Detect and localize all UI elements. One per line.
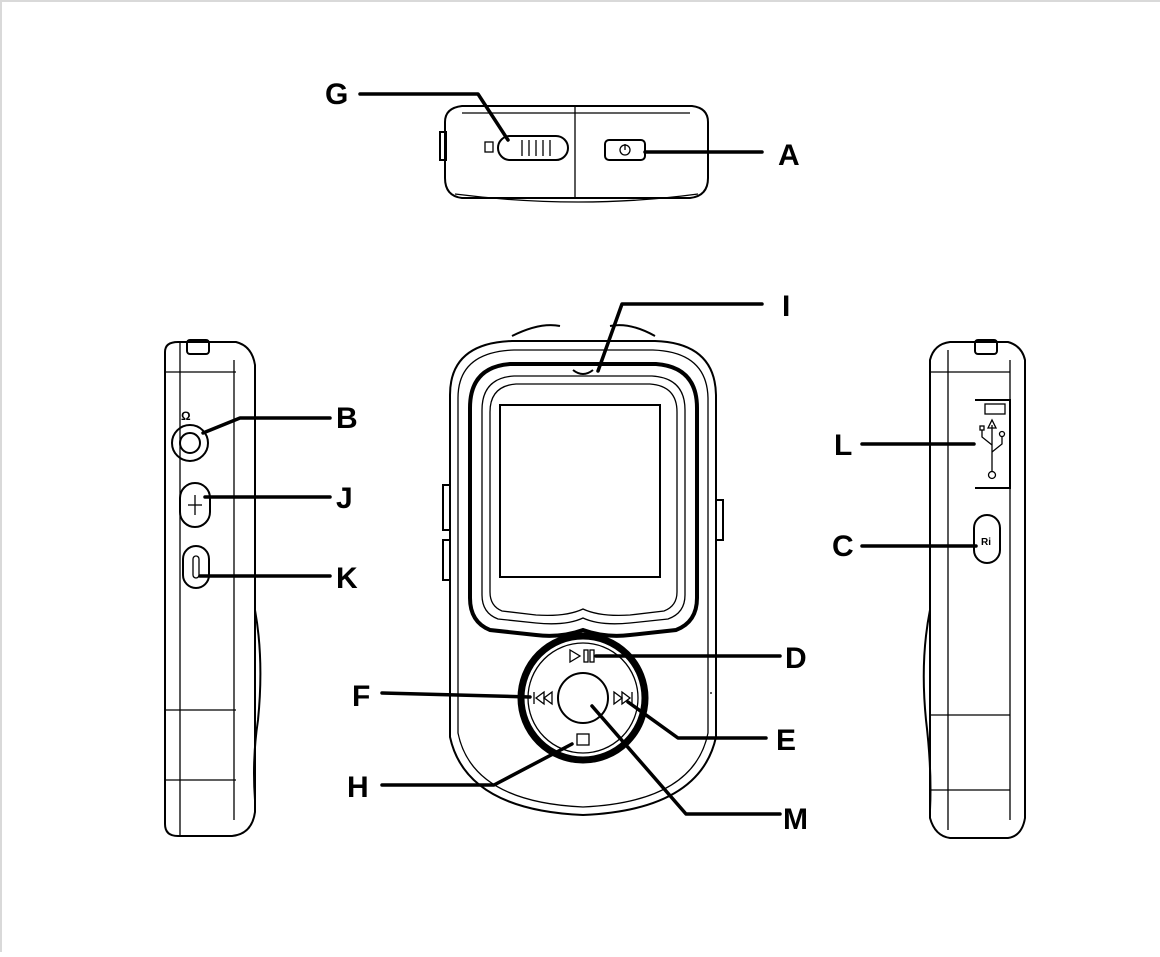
previous-track-icon (533, 690, 553, 706)
reset-button: Ri (973, 514, 1001, 564)
leader-M (590, 704, 782, 816)
top-frame-line (0, 0, 1160, 2)
right-side-view-device: Ri (922, 339, 1026, 839)
label-C: C (832, 530, 854, 563)
label-L: L (834, 429, 852, 462)
label-H: H (347, 771, 369, 804)
label-D: D (785, 642, 807, 675)
earphone-jack: Ω (171, 409, 209, 462)
volume-down-button (182, 545, 210, 589)
leader-B (201, 416, 332, 435)
leader-F (380, 691, 532, 699)
svg-text:Ω: Ω (181, 409, 191, 423)
leader-lines (198, 92, 978, 816)
callout-labels: G A I B L J C K D F E H M (325, 78, 854, 836)
label-K: K (336, 562, 358, 595)
label-B: B (336, 402, 358, 435)
next-track-icon (613, 690, 633, 706)
top-view-device (439, 105, 709, 203)
hold-switch (484, 135, 569, 161)
svg-text:Ri: Ri (981, 537, 991, 548)
power-button (604, 139, 646, 161)
volume-up-button (179, 482, 211, 528)
label-F: F (352, 680, 370, 713)
label-I: I (782, 290, 790, 323)
center-button (557, 672, 609, 724)
leader-G (358, 92, 510, 142)
usb-port (975, 399, 1011, 489)
front-view-device (442, 324, 724, 817)
play-pause-icon (569, 648, 595, 664)
stop-icon (576, 733, 590, 746)
label-E: E (776, 724, 796, 757)
leader-E (626, 700, 768, 740)
leader-H (380, 742, 574, 787)
usb-icon (979, 418, 1006, 480)
label-M: M (783, 803, 808, 836)
left-side-view-device: Ω (164, 339, 262, 837)
label-A: A (778, 139, 800, 172)
label-J: J (336, 482, 353, 515)
display-screen (499, 404, 661, 578)
leader-I (596, 302, 764, 373)
label-G: G (325, 78, 348, 111)
left-frame-line (0, 0, 2, 952)
